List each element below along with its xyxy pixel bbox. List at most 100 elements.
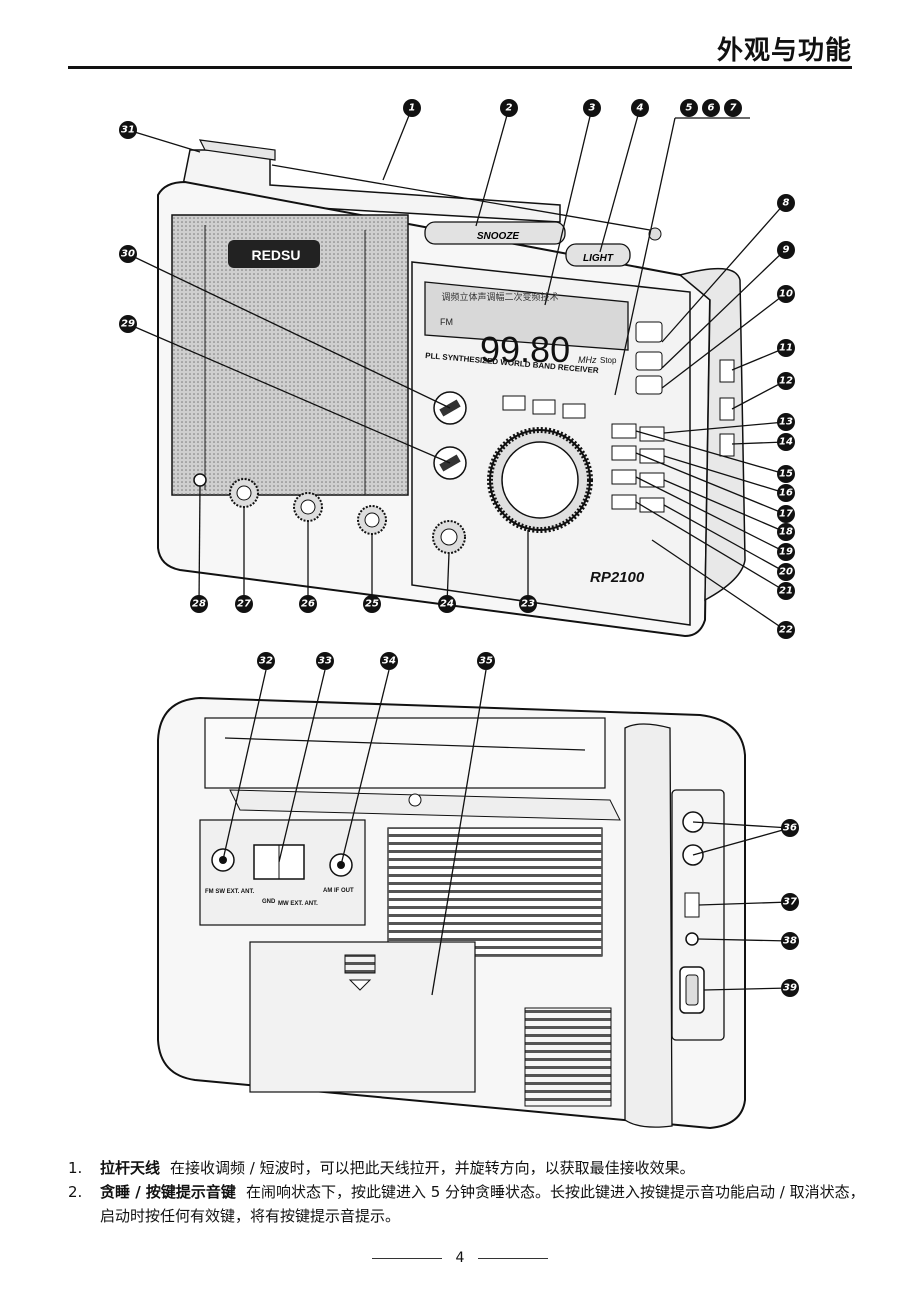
callout-34: 34 — [380, 652, 398, 670]
callout-10: 10 — [777, 285, 795, 303]
svg-text:27: 27 — [237, 599, 251, 610]
display-banner: 调频立体声调幅二次变频技术 — [441, 291, 558, 303]
callout-13: 13 — [777, 413, 795, 431]
callout-37: 37 — [781, 893, 799, 911]
callout-33: 33 — [316, 652, 334, 670]
radio-back-view: FM SW EXT. ANT. GND MW EXT. ANT. AM IF O… — [157, 696, 746, 1130]
svg-text:21: 21 — [779, 586, 793, 597]
svg-text:17: 17 — [779, 509, 793, 520]
page-number: 4 — [455, 1250, 465, 1266]
gnd-label: GND — [262, 899, 276, 905]
svg-text:19: 19 — [779, 547, 793, 558]
callout-32: 32 — [257, 652, 275, 670]
svg-text:18: 18 — [779, 527, 793, 538]
svg-text:39: 39 — [783, 983, 797, 994]
footer-rule-left — [371, 1257, 442, 1259]
callout-26: 26 — [299, 595, 317, 613]
model-label: RP2100 — [590, 569, 645, 586]
svg-text:13: 13 — [779, 417, 793, 428]
callout-31: 31 — [119, 121, 137, 139]
description-item: 1. 拉杆天线在接收调频 / 短波时，可以把此天线拉开，并旋转方向，以获取最佳接… — [68, 1156, 868, 1180]
callout-25: 25 — [363, 595, 381, 613]
svg-text:6: 6 — [708, 103, 715, 114]
callout-7: 7 — [724, 99, 742, 117]
item-number: 1. — [68, 1159, 83, 1177]
svg-text:3: 3 — [589, 103, 596, 114]
svg-text:9: 9 — [783, 245, 790, 256]
snooze-button — [424, 221, 566, 245]
svg-text:32: 32 — [259, 656, 273, 667]
callout-6: 6 — [702, 99, 720, 117]
svg-text:37: 37 — [783, 897, 797, 908]
svg-text:38: 38 — [783, 936, 797, 947]
fm-ant-label: FM SW EXT. ANT. — [205, 889, 254, 895]
svg-text:29: 29 — [121, 319, 135, 330]
svg-text:26: 26 — [301, 599, 315, 610]
callout-17: 17 — [777, 505, 795, 523]
svg-text:15: 15 — [779, 469, 793, 480]
callout-19: 19 — [777, 543, 795, 561]
callout-38: 38 — [781, 932, 799, 950]
svg-text:14: 14 — [779, 437, 793, 448]
svg-text:31: 31 — [121, 125, 135, 136]
svg-text:23: 23 — [521, 599, 535, 610]
description-item: 2. 贪睡 / 按键提示音键在闹响状态下，按此键进入 5 分钟贪睡状态。长按此键… — [68, 1180, 868, 1228]
svg-text:36: 36 — [783, 823, 797, 834]
svg-text:22: 22 — [779, 625, 793, 636]
item-number: 2. — [68, 1183, 83, 1201]
callout-2: 2 — [500, 99, 518, 117]
svg-text:30: 30 — [121, 249, 135, 260]
page-title: 外观与功能 — [716, 36, 852, 66]
callout-22: 22 — [777, 621, 795, 639]
svg-text:33: 33 — [318, 656, 332, 667]
callout-20: 20 — [777, 563, 795, 581]
callout-3: 3 — [583, 99, 601, 117]
radio-front-view: REDSU SNOOZE LIGHT 调频立体声调幅二次变频技术 FM 99.8… — [157, 139, 746, 638]
svg-text:34: 34 — [382, 656, 396, 667]
brand-logo — [228, 240, 320, 268]
svg-text:24: 24 — [440, 599, 454, 610]
svg-text:35: 35 — [479, 656, 493, 667]
svg-text:5: 5 — [686, 103, 693, 114]
svg-text:2: 2 — [506, 103, 513, 114]
display-fm: FM — [440, 317, 453, 327]
callout-23: 23 — [519, 595, 537, 613]
leader-lines — [127, 107, 791, 996]
svg-text:20: 20 — [779, 567, 793, 578]
callout-9: 9 — [777, 241, 795, 259]
svg-text:10: 10 — [779, 289, 793, 300]
svg-text:16: 16 — [779, 488, 793, 499]
mw-ant-label: MW EXT. ANT. — [278, 901, 318, 907]
footer-rule-right — [478, 1257, 549, 1259]
callout-12: 12 — [777, 372, 795, 390]
callout-1: 1 — [403, 99, 421, 117]
light-label: LIGHT — [583, 253, 614, 264]
callout-8: 8 — [777, 194, 795, 212]
display-unit: MHz — [578, 355, 597, 365]
svg-text:7: 7 — [730, 103, 737, 114]
snooze-label: SNOOZE — [477, 231, 520, 242]
description-list: 1. 拉杆天线在接收调频 / 短波时，可以把此天线拉开，并旋转方向，以获取最佳接… — [68, 1156, 868, 1228]
display-stop: Stop — [600, 356, 617, 365]
callout-35: 35 — [477, 652, 495, 670]
svg-text:8: 8 — [783, 198, 790, 209]
item-text: 在闹响状态下，按此键进入 5 分钟贪睡状态。长按此键进入按键提示音功能启动 / … — [100, 1183, 865, 1225]
callout-21: 21 — [777, 582, 795, 600]
item-term: 拉杆天线 — [100, 1159, 161, 1177]
svg-text:1: 1 — [409, 103, 416, 114]
callout-16: 16 — [777, 484, 795, 502]
header-rule — [68, 66, 852, 69]
svg-text:11: 11 — [779, 343, 793, 354]
page-footer: 4 — [0, 1250, 920, 1266]
radio-illustration: REDSU SNOOZE LIGHT 调频立体声调幅二次变频技术 FM 99.8… — [119, 99, 799, 1130]
lcd-display — [424, 281, 629, 351]
callout-11: 11 — [777, 339, 795, 357]
callout-39: 39 — [781, 979, 799, 997]
callout-36: 36 — [781, 819, 799, 837]
item-text: 在接收调频 / 短波时，可以把此天线拉开，并旋转方向，以获取最佳接收效果。 — [170, 1159, 695, 1177]
brand-label: REDSU — [251, 247, 300, 263]
svg-text:12: 12 — [779, 376, 793, 387]
callout-18: 18 — [777, 523, 795, 541]
light-button — [565, 243, 631, 267]
display-frequency: 99.80 — [480, 329, 570, 370]
